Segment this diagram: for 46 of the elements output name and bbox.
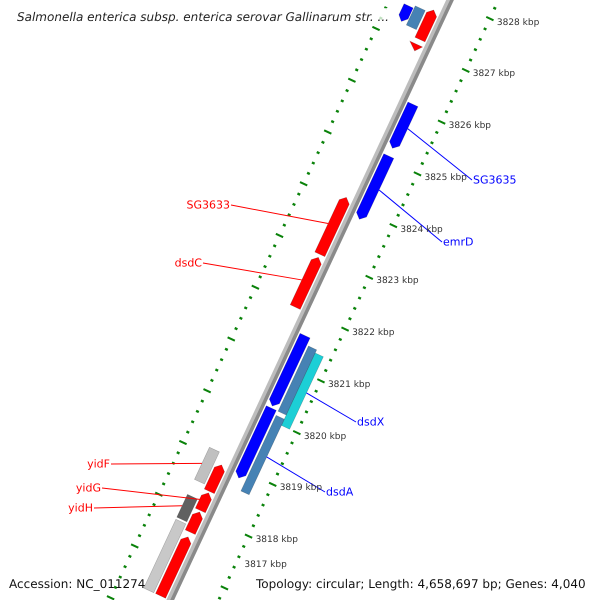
tick-label: 3824 kbp	[400, 224, 443, 236]
gene-segment	[278, 346, 318, 416]
tick-label: 3826 kbp	[448, 121, 492, 132]
leader-line	[102, 488, 200, 500]
gene-segment	[176, 494, 198, 522]
gene-segment	[236, 405, 277, 478]
gene-label: yidG	[76, 482, 101, 494]
gene-label: emrD	[443, 236, 474, 248]
leader-line	[266, 456, 326, 492]
gene-segment	[290, 257, 322, 310]
leader-line	[306, 392, 356, 422]
gene-segment	[155, 536, 192, 599]
tick-label: 3821 kbp	[328, 380, 370, 391]
gene-label: SG3633	[186, 198, 230, 212]
gene-label: dsdX	[357, 416, 384, 428]
gene-segment	[414, 10, 437, 42]
gene-label: yidF	[87, 458, 110, 470]
gene-label: SG3635	[473, 174, 517, 186]
tick-label: 3823 kbp	[376, 276, 419, 288]
gene-segment	[356, 153, 394, 220]
gene-segment	[184, 512, 203, 535]
gene-segment	[281, 352, 324, 430]
tick-label: 3827 kbp	[472, 69, 516, 80]
gene-segment	[398, 3, 414, 22]
gene-label: dsdC	[174, 256, 202, 270]
tick-label: 3818 kbp	[256, 535, 298, 546]
summary-text: Topology: circular; Length: 4,658,697 bp; Genes: 4,040	[256, 577, 586, 592]
gene-label: dsdA	[326, 486, 354, 498]
accession-text: Accession: NC_011274	[9, 577, 146, 592]
tick-label: 3817 kbp	[244, 560, 287, 571]
gene-segment	[269, 332, 310, 406]
triangle-marker	[409, 40, 424, 52]
gene-segment	[204, 464, 225, 494]
gene-segment	[194, 446, 220, 484]
gene-segment	[314, 197, 350, 258]
gene-segment	[406, 5, 426, 30]
tick-label: 3828 kbp	[496, 18, 540, 29]
gene-segment	[195, 492, 212, 514]
tick-label: 3825 kbp	[424, 172, 467, 184]
leader-line	[94, 505, 183, 508]
tick-label: 3822 kbp	[352, 328, 394, 340]
tick-label: 3819 kbp	[280, 483, 322, 494]
tick-label: 3820 kbp	[304, 432, 346, 443]
gene-label: yidH	[68, 502, 93, 514]
gene-segment	[389, 102, 418, 149]
gene-segment	[143, 518, 186, 594]
